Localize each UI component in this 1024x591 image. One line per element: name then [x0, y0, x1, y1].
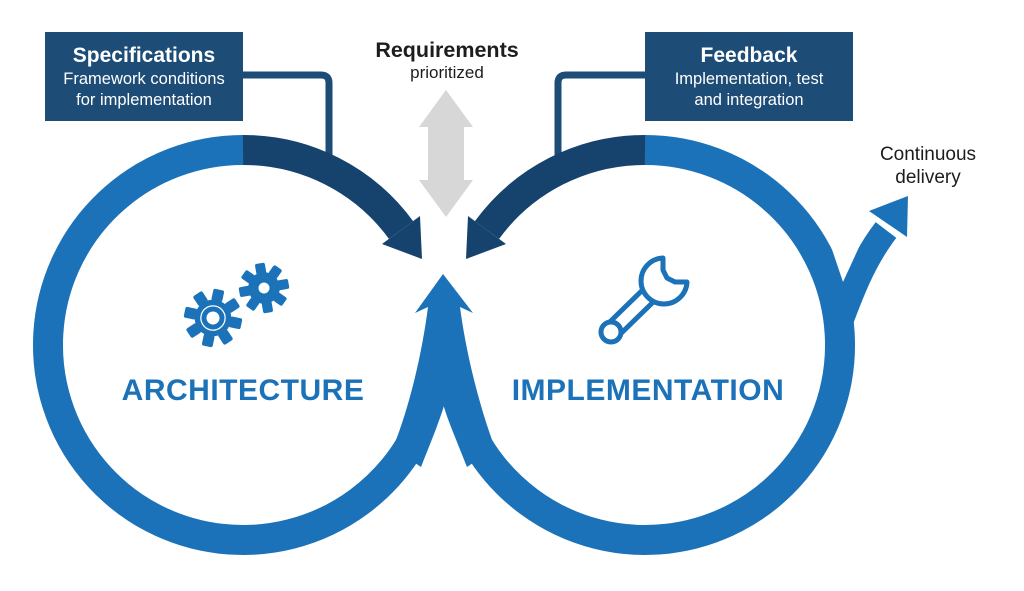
- feedback-arc-arrow: [466, 134, 646, 259]
- requirements-title: Requirements: [375, 38, 519, 62]
- specifications-arc: [242, 134, 414, 240]
- specifications-box-subtitle: Framework conditions for implementation: [63, 69, 225, 109]
- architecture-circle: [33, 135, 450, 555]
- wrench-handle-end: [598, 319, 624, 345]
- specifications-connector-line: [243, 71, 333, 168]
- feedback-box-title: Feedback: [700, 43, 798, 67]
- implementation-label: IMPLEMENTATION: [511, 374, 785, 407]
- specifications-box: Specifications Framework conditions for …: [45, 32, 243, 121]
- branch-fork-notch: [818, 208, 866, 282]
- implementation-circle: [438, 135, 855, 555]
- feedback-connector-line: [554, 71, 645, 168]
- specifications-arrowhead: [382, 216, 422, 259]
- feedback-arrowhead: [466, 216, 506, 259]
- architecture-label: ARCHITECTURE: [121, 374, 365, 407]
- gear-large: [183, 288, 243, 348]
- specifications-box-title: Specifications: [72, 43, 216, 67]
- continuous-delivery-arrow: [827, 196, 908, 327]
- center-up-arrow: [393, 274, 495, 467]
- feedback-box: Feedback Implementation, test and integr…: [645, 32, 853, 121]
- specifications-arc-arrow: [242, 134, 422, 259]
- gear-small: [238, 262, 290, 314]
- feedback-box-subtitle: Implementation, test and integration: [674, 69, 824, 109]
- wrench-icon: [598, 255, 690, 345]
- requirements-label: Requirements prioritized: [375, 37, 518, 83]
- continuous-delivery-arrowhead: [869, 196, 908, 237]
- continuous-delivery-label: Continuous delivery: [879, 144, 977, 188]
- wrench-head: [638, 255, 690, 307]
- requirements-subtitle: prioritized: [410, 63, 484, 82]
- continuous-delivery-arrow-shaft: [827, 222, 897, 327]
- requirements-double-arrow-icon: [419, 90, 473, 217]
- gears-icon: [183, 262, 290, 348]
- feedback-arc: [474, 134, 646, 240]
